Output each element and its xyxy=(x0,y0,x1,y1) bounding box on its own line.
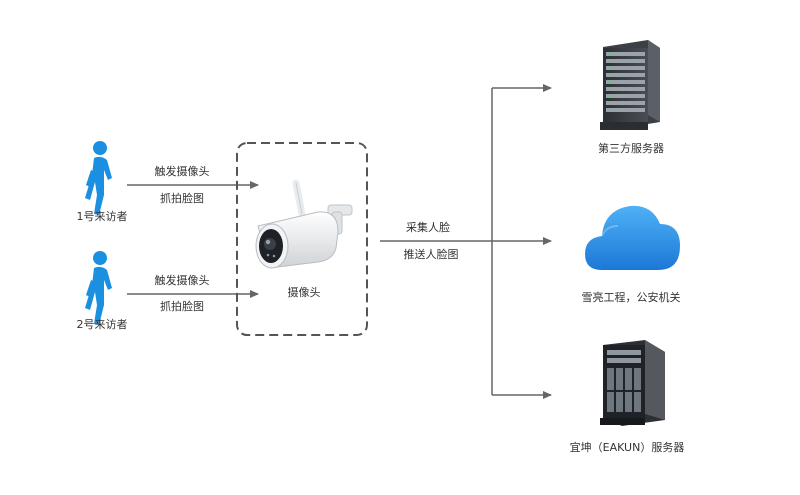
visitor-2-person-icon xyxy=(85,251,112,325)
rack-server-icon xyxy=(600,40,660,130)
camera-label: 摄像头 xyxy=(287,286,321,299)
camera-dashed-box xyxy=(236,142,368,336)
camera-icon xyxy=(255,179,353,269)
third-party-server-label: 第三方服务器 xyxy=(598,142,664,155)
public-security-label: 雪亮工程，公安机关 xyxy=(581,291,681,304)
tower-server-icon xyxy=(600,340,665,426)
visitor-2-capture-label: 抓拍脸图 xyxy=(160,300,204,313)
collect-face-label: 采集人脸 xyxy=(406,221,450,234)
push-face-label: 推送人脸图 xyxy=(403,248,459,261)
visitor-1-person-icon xyxy=(85,141,112,215)
eakun-server-label: 宜坤（EAKUN）服务器 xyxy=(569,441,685,454)
visitor-1-capture-label: 抓拍脸图 xyxy=(160,192,204,205)
visitor-1-label: 1号来访者 xyxy=(76,210,128,223)
cloud-icon xyxy=(585,205,680,270)
visitor-2-trigger-label: 触发摄像头 xyxy=(154,274,210,287)
visitor-1-trigger-label: 触发摄像头 xyxy=(154,165,210,178)
visitor-2-label: 2号来访者 xyxy=(76,318,128,331)
